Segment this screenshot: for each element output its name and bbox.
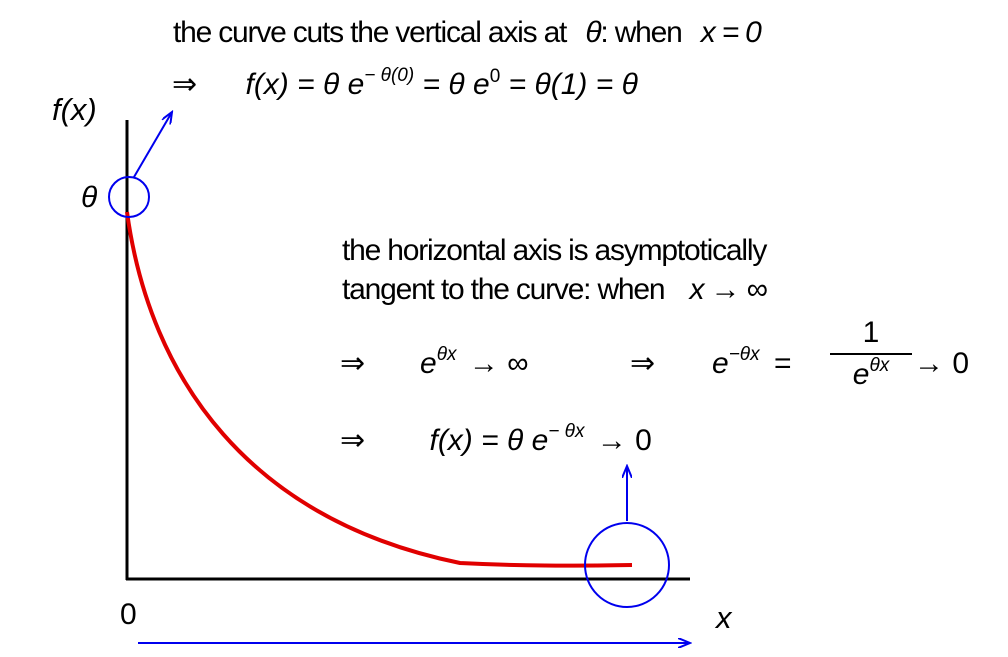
intercept-eq-exponent1: − θ(0): [364, 65, 415, 86]
y-intercept-circle: [108, 176, 150, 218]
intercept-note: the curve cuts the vertical axis at θ: w…: [173, 16, 762, 49]
limit-infinity: → ∞: [468, 347, 529, 380]
intercept-note-when: : when: [600, 16, 682, 49]
asymptote-note-line2: tangent to the curve: when x → ∞: [342, 273, 768, 306]
intercept-eq-lhs: f(x) = θ e: [245, 68, 365, 101]
e-base: e: [852, 358, 870, 391]
origin-label: 0: [120, 598, 137, 631]
intercept-arrow: [133, 112, 172, 178]
limit-zero: → 0: [596, 424, 652, 457]
e-exponent: θx: [869, 355, 890, 376]
implies-symbol: ⇒: [340, 347, 366, 380]
asymptote-note-text: tangent to the curve: when: [342, 273, 666, 306]
intercept-eq-rhs: = θ(1) = θ: [500, 68, 638, 101]
intercept-note-condition: x = 0: [700, 16, 762, 49]
e-exponent: −θx: [728, 344, 760, 365]
intercept-eq-mid: = θ e: [414, 68, 490, 101]
implies-symbol: ⇒: [340, 424, 366, 457]
e-base: e: [420, 347, 437, 380]
fraction-denominator: eθx: [830, 355, 912, 392]
implies-symbol: ⇒: [172, 68, 198, 101]
e-base: e: [712, 347, 729, 380]
limit-equation-1b: e−θx =: [712, 345, 792, 380]
e-exponent: θx: [436, 344, 457, 365]
intercept-note-text: the curve cuts the vertical axis at: [173, 16, 567, 49]
intercept-equation: ⇒ f(x) = θ e− θ(0) = θ e0 = θ(1) = θ: [172, 66, 638, 101]
equals-symbol: =: [773, 347, 792, 380]
asymptote-circle: [584, 522, 670, 608]
x-axis-label: x: [716, 600, 732, 635]
limit-zero: → 0: [914, 347, 970, 380]
fraction-bar: [830, 353, 912, 355]
limit-equation-2: ⇒ f(x) = θ e− θx → 0: [340, 422, 652, 457]
implies-symbol: ⇒: [630, 347, 656, 380]
intercept-eq-exponent2: 0: [489, 66, 501, 87]
exponential-curve: [125, 211, 633, 568]
asymptote-note-line1: the horizontal axis is asymptotically: [342, 234, 767, 267]
y-axis-label: f(x): [52, 92, 97, 127]
density-exponent: − θx: [548, 421, 585, 442]
intercept-note-theta: θ: [585, 16, 601, 49]
density-lhs: f(x) = θ e: [429, 424, 549, 457]
asymptote-note-condition: x → ∞: [689, 273, 768, 306]
limit-equation-1a: eθx → ∞: [420, 345, 529, 380]
fraction: 1 eθx: [830, 316, 912, 392]
limit-equation-1: ⇒: [340, 349, 365, 379]
fraction-numerator: 1: [862, 316, 880, 349]
y-intercept-label: θ: [81, 181, 98, 214]
limit-equation-1b-implies: ⇒: [630, 349, 655, 379]
